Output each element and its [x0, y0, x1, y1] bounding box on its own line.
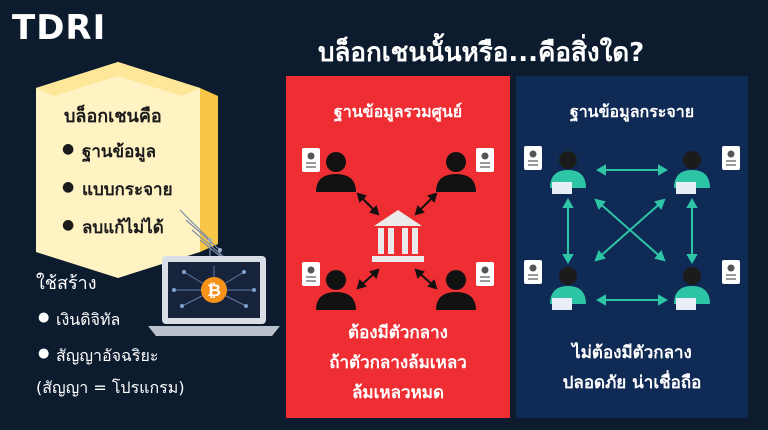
laptop-icon: ₿: [148, 256, 280, 336]
bullet-dot: ●: [62, 217, 75, 233]
definition-item-1: ฐานข้อมูล: [82, 142, 157, 162]
distributed-title: ฐานข้อมูลกระจาย: [569, 102, 695, 121]
person-icon: [436, 148, 494, 192]
centralized-panel: ฐานข้อมูลรวมศูนย์: [286, 76, 510, 418]
person-icon: [524, 260, 586, 310]
uses-item-1: เงินดิจิทัล: [56, 310, 121, 329]
bullet-dot: ●: [62, 179, 75, 195]
distributed-line-2: ปลอดภัย น่าเชื่อถือ: [562, 373, 702, 393]
centralized-diagram: [302, 148, 494, 310]
person-icon: [674, 260, 740, 310]
cube-graphic: [36, 62, 242, 317]
person-icon: [436, 262, 494, 310]
arrow-icon: [562, 164, 698, 306]
cube-front: [36, 62, 200, 278]
tdri-logo: TDRI: [12, 8, 107, 48]
bitcoin-icon: ₿: [201, 277, 227, 303]
cube-top-shade: [36, 62, 200, 96]
distributed-diagram: [524, 146, 740, 310]
person-icon: [674, 146, 740, 194]
headline: บล็อกเชนนั้นหรือ...คือสิ่งใด?: [318, 38, 645, 68]
distributed-panel: ฐานข้อมูลกระจาย ไม่ต้องมีตัวกลาง ปลอดภัย…: [516, 76, 748, 418]
svg-text:₿: ₿: [207, 281, 221, 301]
centralized-line-2: ถ้าตัวกลางล้มเหลว: [329, 353, 467, 373]
centralized-line-1: ต้องมีตัวกลาง: [348, 323, 448, 343]
cube-side: [200, 88, 218, 252]
person-icon: [302, 148, 356, 192]
uses-note: (สัญญา = โปรแกรม): [36, 378, 185, 397]
centralized-line-3: ล้มเหลวหมด: [351, 383, 445, 403]
definition-item-3: ลบแก้ไม่ได้: [82, 218, 164, 238]
distributed-line-1: ไม่ต้องมีตัวกลาง: [572, 343, 692, 363]
bullet-dot: ●: [38, 346, 50, 361]
person-icon: [302, 262, 356, 310]
person-icon: [524, 146, 586, 194]
bullet-dot: ●: [62, 141, 75, 157]
uses-item-2: สัญญาอัจฉริยะ: [56, 346, 159, 365]
definition-item-2: แบบกระจาย: [82, 180, 173, 200]
centralized-title: ฐานข้อมูลรวมศูนย์: [333, 102, 463, 121]
definition-title: บล็อกเชนคือ: [64, 106, 162, 127]
uses-title: ใช้สร้าง: [36, 273, 97, 294]
bank-icon: [372, 210, 424, 262]
arrow-icon: [356, 192, 438, 290]
bullet-dot: ●: [38, 310, 50, 325]
